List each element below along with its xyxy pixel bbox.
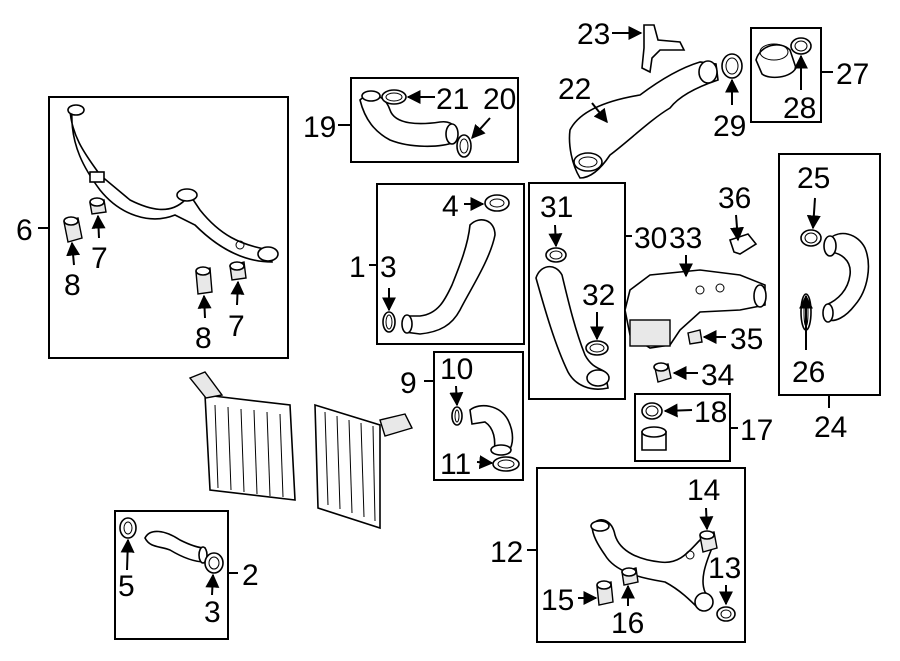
callout-10: 10 [440, 353, 473, 386]
grommet-part-34 [653, 362, 672, 383]
callout-32: 32 [582, 279, 615, 312]
manifold-part-33 [624, 269, 767, 349]
clamp-part-18 [641, 402, 663, 420]
group-frame-30 [528, 182, 626, 400]
callout-28: 28 [783, 92, 816, 125]
callout-34: 34 [701, 359, 734, 392]
callout-9: 9 [400, 367, 417, 400]
intercooler-right [314, 403, 413, 530]
callout-23: 23 [577, 18, 610, 51]
group-frame-9 [433, 351, 524, 481]
callout-36: 36 [718, 182, 751, 215]
callout-35: 35 [730, 323, 763, 356]
grommet-part-16 [621, 567, 639, 586]
leader-lines [38, 26, 833, 606]
group-frame-2 [114, 510, 229, 640]
callout-16: 16 [611, 607, 644, 640]
group-frame-6 [48, 96, 289, 359]
o-ring-part-13 [716, 606, 736, 622]
callout-15: 15 [541, 584, 574, 617]
callout-13: 13 [708, 552, 741, 585]
callout-2: 2 [242, 559, 259, 592]
clamp-part-32 [585, 340, 609, 356]
callout-8b: 8 [195, 322, 212, 355]
bracket-part-23 [641, 24, 686, 74]
callout-7a: 7 [91, 242, 108, 275]
o-ring-part-3b [204, 552, 224, 574]
intercooler-left [188, 371, 296, 501]
grommet-part-7b [229, 261, 247, 281]
callout-5: 5 [118, 570, 135, 603]
callout-26: 26 [792, 356, 825, 389]
callout-14: 14 [687, 474, 720, 507]
sensor-part-36 [728, 233, 758, 255]
o-ring-part-10 [451, 406, 463, 426]
callout-7b: 7 [228, 310, 245, 343]
pipe-part-22 [568, 60, 719, 179]
callout-6: 6 [16, 214, 33, 247]
clamp-part-21 [381, 89, 407, 105]
hose-part-1 [401, 219, 496, 335]
group-frame-12 [536, 467, 746, 643]
callout-8a: 8 [64, 269, 81, 302]
clamp-part-5 [119, 517, 137, 539]
clamp-part-28 [790, 37, 812, 55]
grommet-part-8a [63, 216, 83, 243]
clamp-part-11 [492, 456, 520, 472]
sleeve-part-17 [641, 426, 667, 451]
callout-21: 21 [436, 83, 469, 116]
o-ring-part-3a [382, 311, 396, 333]
grommet-part-8b [195, 266, 213, 295]
clamp-part-29 [721, 53, 743, 79]
elbow-part-9 [469, 404, 514, 456]
callout-27: 27 [836, 58, 869, 91]
callout-20: 20 [483, 83, 516, 116]
group-frame-19 [350, 77, 519, 163]
callout-3a: 3 [380, 251, 397, 284]
sleeve-part-27 [755, 43, 797, 79]
grommet-part-7a [89, 197, 107, 215]
clamp-part-31 [545, 247, 567, 263]
callout-19: 19 [303, 111, 336, 144]
pipe-part-12 [590, 519, 714, 612]
callout-12: 12 [490, 536, 523, 569]
hose-part-2 [144, 530, 208, 564]
callout-24: 24 [814, 411, 847, 444]
clamp-part-4 [484, 194, 510, 212]
hose-part-19 [359, 90, 459, 148]
callout-17: 17 [740, 414, 773, 447]
plug-part-35 [687, 329, 703, 345]
callout-31: 31 [540, 191, 573, 224]
grommet-part-14 [699, 530, 718, 553]
callout-4: 4 [442, 190, 459, 223]
callout-22: 22 [558, 73, 591, 106]
callout-33: 33 [669, 222, 702, 255]
hose-part-24 [822, 232, 870, 323]
callout-29: 29 [713, 110, 746, 143]
group-frame-27 [750, 27, 822, 123]
hose-part-30 [535, 265, 610, 390]
callout-30: 30 [634, 222, 667, 255]
callout-1: 1 [349, 251, 366, 284]
grommet-part-15 [596, 580, 614, 606]
callout-18: 18 [694, 396, 727, 429]
clamp-part-25 [800, 229, 822, 247]
callout-25: 25 [797, 162, 830, 195]
clamp-part-20 [456, 134, 472, 158]
pipe-part-6 [67, 104, 279, 263]
callout-3b: 3 [204, 596, 221, 629]
callout-11: 11 [440, 448, 471, 481]
